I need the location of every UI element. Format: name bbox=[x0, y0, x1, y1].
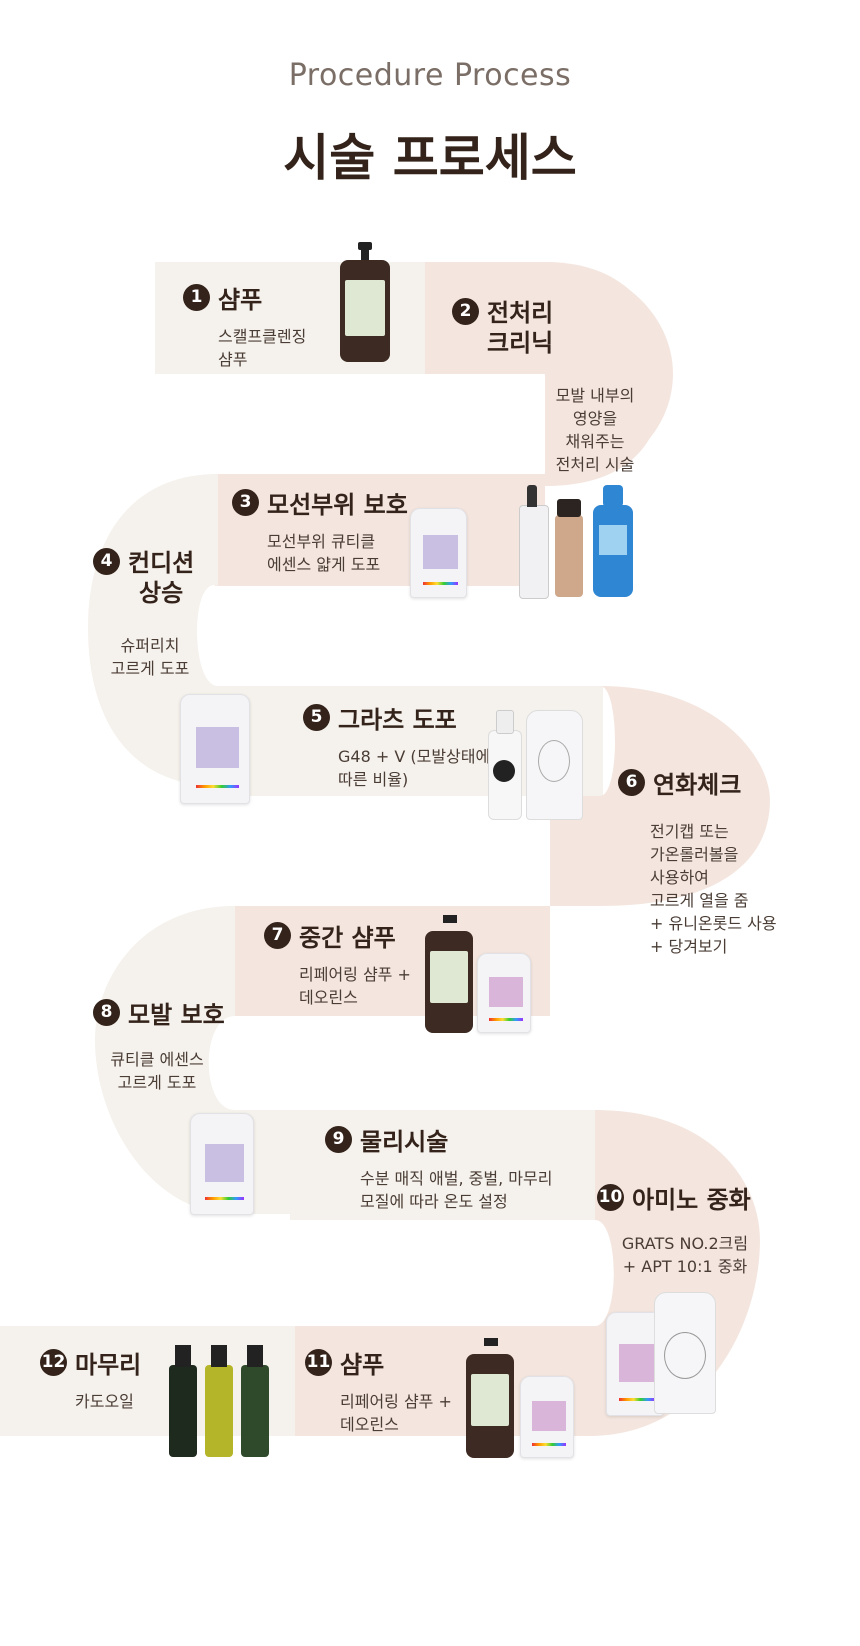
step-8-description: 큐티클 에센스 고르게 도포 bbox=[110, 1050, 204, 1092]
step-10: 10 아미노 중화 bbox=[597, 1180, 751, 1215]
step-4: 4 컨디션 상승 bbox=[93, 548, 194, 608]
step-8: 8 모발 보호 bbox=[93, 995, 225, 1030]
step-6-description: 전기캡 또는 가온롤러볼을 사용하여 고르게 열을 줌 + 유니온롯드 사용 +… bbox=[650, 822, 777, 956]
page-subtitle: Procedure Process bbox=[288, 58, 572, 93]
cuticle-essence-pouch-icon bbox=[410, 508, 467, 598]
step-number: 1 bbox=[183, 284, 210, 311]
step-title: 전처리 크리닉 bbox=[487, 299, 554, 357]
step-number: 10 bbox=[597, 1184, 624, 1211]
step-description: 스캘프클렌징 샴푸 bbox=[218, 327, 307, 369]
step-title: 중간 샴푸 bbox=[299, 924, 396, 952]
step-4-description: 슈퍼리치 고르게 도포 bbox=[110, 636, 190, 678]
step-number: 6 bbox=[618, 769, 645, 796]
step-1: 1 샴푸 스캘프클렌징 샴푸 bbox=[183, 280, 306, 371]
step-description: 수분 매직 애벌, 중벌, 마무리 모질에 따라 온도 설정 bbox=[360, 1169, 553, 1211]
step-2-description: 모발 내부의 영양을 채워주는 전처리 시술 bbox=[555, 386, 635, 474]
step-description: 카도오일 bbox=[75, 1392, 134, 1411]
grats-no2-cream-icon bbox=[606, 1292, 716, 1420]
super-rich-pouch-icon bbox=[180, 694, 250, 804]
step-number: 9 bbox=[325, 1126, 352, 1153]
step-6: 6 연화체크 bbox=[618, 765, 741, 800]
shampoo-bottle-icon bbox=[340, 242, 390, 362]
step-number: 2 bbox=[452, 298, 479, 325]
step-5: 5 그라츠 도포 G48 + V (모발상태에 따른 비율) bbox=[303, 700, 490, 791]
step-description: G48 + V (모발상태에 따른 비율) bbox=[338, 747, 491, 789]
step-2: 2 전처리 크리닉 bbox=[452, 298, 572, 358]
step-title: 아미노 중화 bbox=[632, 1186, 751, 1214]
step-number: 12 bbox=[40, 1349, 67, 1376]
step-title: 모발 보호 bbox=[128, 1001, 225, 1029]
step-title: 샴푸 bbox=[218, 286, 263, 314]
step-title: 모선부위 보호 bbox=[267, 491, 408, 519]
step-description: 리페어링 샴푸 + 데오린스 bbox=[340, 1392, 452, 1434]
kado-oil-bottles-icon bbox=[165, 1345, 273, 1457]
step-description: 리페어링 샴푸 + 데오린스 bbox=[299, 965, 411, 1007]
step-11: 11 샴푸 리페어링 샴푸 + 데오린스 bbox=[305, 1345, 452, 1436]
step-12: 12 마무리 카도오일 bbox=[40, 1345, 141, 1413]
step-description: 모선부위 큐티클 에센스 얇게 도포 bbox=[267, 532, 381, 574]
step-number: 11 bbox=[305, 1349, 332, 1376]
step-title: 연화체크 bbox=[653, 771, 742, 799]
step-7: 7 중간 샴푸 리페어링 샴푸 + 데오린스 bbox=[264, 918, 411, 1009]
step-title: 마무리 bbox=[75, 1351, 142, 1379]
shampoo-and-rinse-icon bbox=[466, 1338, 576, 1458]
step-number: 3 bbox=[232, 489, 259, 516]
pretreatment-bottles-icon bbox=[515, 485, 655, 600]
step-title: 그라츠 도포 bbox=[338, 706, 457, 734]
step-title: 컨디션 상승 bbox=[128, 549, 195, 607]
step-number: 8 bbox=[93, 999, 120, 1026]
step-9: 9 물리시술 수분 매직 애벌, 중벌, 마무리 모질에 따라 온도 설정 bbox=[325, 1122, 552, 1213]
step-number: 7 bbox=[264, 922, 291, 949]
step-number: 4 bbox=[93, 548, 120, 575]
step-10-description: GRATS NO.2크림 + APT 10:1 중화 bbox=[621, 1234, 749, 1276]
page-title: 시술 프로세스 bbox=[283, 129, 577, 187]
step-number: 5 bbox=[303, 704, 330, 731]
cuticle-essence-pouch-icon bbox=[190, 1113, 254, 1215]
step-title: 샴푸 bbox=[340, 1351, 385, 1379]
step-title: 물리시술 bbox=[360, 1128, 449, 1156]
shampoo-and-rinse-icon bbox=[425, 915, 535, 1033]
grats-g48-v-icon bbox=[488, 700, 583, 820]
step-3: 3 모선부위 보호 모선부위 큐티클 에센스 얇게 도포 bbox=[232, 485, 408, 576]
